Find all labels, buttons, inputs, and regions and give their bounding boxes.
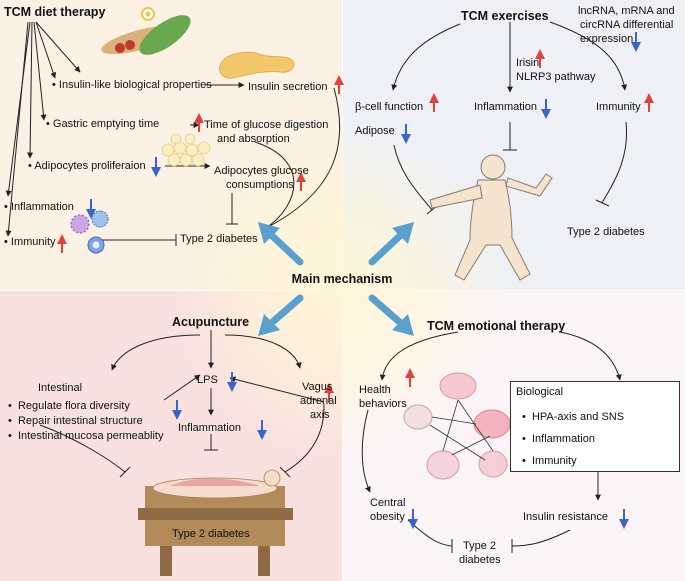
acupuncture-vagus-2: adrenal: [300, 395, 337, 407]
acupuncture-inflammation: Inflammation: [178, 422, 241, 434]
emotional-health-2: behaviors: [359, 398, 407, 410]
diet-adipocytes-prolif: • Adipocytes proliferaion: [28, 160, 146, 172]
acupuncture-bullet-2: • Repair intestinal structure: [8, 415, 143, 427]
diet-gastric: • Gastric emptying time: [46, 118, 160, 130]
acupuncture-title: Acupuncture: [172, 315, 250, 329]
diet-insulin-secretion: Insulin secretion: [248, 81, 328, 93]
diet-insulin-like: • Insulin-like biological properties: [52, 79, 212, 91]
diet-immunity: • Immunity: [4, 236, 56, 248]
diet-inflammation: • Inflammation: [4, 201, 74, 213]
exercise-rna-1: lncRNA, mRNA and: [578, 5, 675, 17]
emotional-outcome-2: diabetes: [459, 554, 501, 566]
emotional-health-1: Health: [359, 384, 391, 396]
emotional-outcome-1: Type 2: [463, 540, 497, 552]
center-arrows: [264, 228, 408, 330]
acupuncture-patient-illustration: [138, 469, 293, 576]
acupuncture-lps: LPS: [197, 374, 218, 386]
taichi-figure-illustration: [429, 154, 553, 281]
organs-pentagram-illustration: [403, 372, 511, 480]
diet-adipocytes-gluc-1: Adipocytes glucose: [214, 165, 309, 177]
emotional-central-1: Central: [370, 497, 406, 509]
acupuncture-outcome: Type 2 diabetes: [172, 528, 250, 540]
emotional-connectors: [361, 331, 622, 553]
center-glow: [172, 120, 512, 460]
exercise-nlrp3: NLRP3 pathway: [516, 71, 596, 83]
exercise-rna-2: circRNA differential: [580, 19, 674, 31]
diet-glucose-digestion-2: and absorption: [217, 133, 290, 145]
emotional-bio-2: • Inflammation: [522, 433, 595, 445]
acupuncture-vagus-1: Vagus: [302, 381, 333, 393]
biological-box: [510, 381, 680, 472]
adipocytes-illustration: [161, 133, 211, 167]
emotional-insulin-res: Insulin resistance: [523, 511, 608, 523]
acupuncture-vagus-3: axis: [310, 409, 330, 421]
exercise-immunity: Immunity: [596, 101, 641, 113]
acupuncture-bullet-1: • Regulate flora diversity: [8, 400, 130, 412]
emotional-bio-1: • HPA-axis and SNS: [522, 411, 625, 423]
exercise-outcome: Type 2 diabetes: [567, 226, 645, 238]
center-arrowheads: [258, 222, 414, 336]
emotional-bio-3: • Immunity: [522, 455, 577, 467]
diet-connectors: [5, 21, 341, 246]
exercise-connectors: [391, 21, 628, 215]
exercise-beta-cell: β-cell function: [355, 101, 424, 113]
exercise-rna-3: expression: [580, 33, 634, 45]
exercise-title: TCM exercises: [461, 9, 549, 23]
emotional-title: TCM emotional therapy: [427, 319, 566, 333]
diet-outcome: Type 2 diabetes: [180, 233, 258, 245]
diet-glucose-digestion-1: Time of glucose digestion: [204, 119, 329, 131]
acupuncture-intestinal: Intestinal: [38, 382, 83, 394]
acupuncture-connectors: [39, 330, 325, 478]
immune-cells-illustration: [70, 210, 109, 254]
exercise-adipose: Adipose: [355, 125, 395, 137]
diet-adipocytes-gluc-2: consumptions: [226, 179, 294, 191]
exercise-inflammation: Inflammation: [474, 101, 537, 113]
emotional-central-2: obesity: [370, 511, 405, 523]
herbs-illustration: [101, 7, 191, 55]
acupuncture-bullet-3: • Intestinal mucosa permeablity: [8, 430, 164, 442]
pancreas-illustration: [219, 51, 295, 79]
emotional-biological: Biological: [516, 386, 564, 398]
exercise-irisin: Irisin: [516, 57, 540, 69]
center-label: Main mechanism: [291, 272, 393, 286]
diet-title: TCM diet therapy: [4, 5, 106, 19]
